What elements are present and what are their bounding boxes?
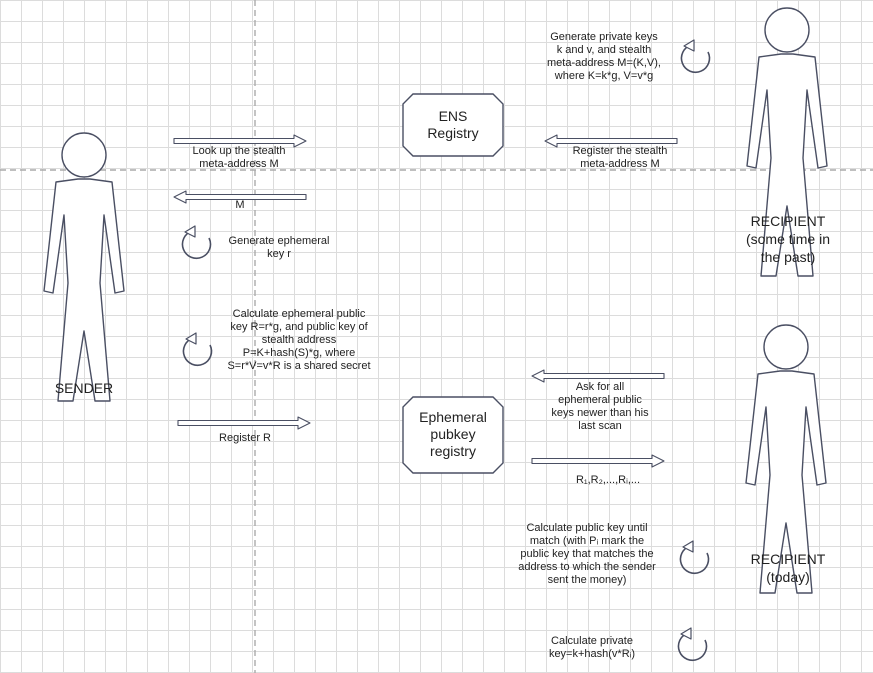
sender-label: SENDER: [54, 380, 114, 396]
r-list-arrow: [531, 454, 665, 468]
look-up-stealth-label: Look up the stealth meta-address M: [192, 145, 286, 170]
refresh-cycle-icon: [679, 540, 710, 575]
ask-for-keys-label: Ask for all ephemeral public keys newer …: [551, 381, 649, 432]
recipient-past-label: RECIPIENT (some time in the past): [745, 213, 831, 265]
calculate-ephemeral-label: Calculate ephemeral public key R=r*g, an…: [227, 308, 371, 372]
refresh-cycle-icon: [680, 39, 711, 74]
ephemeral-registry-label: Ephemeral pubkey registry: [419, 409, 487, 459]
calculate-private-label: Calculate private key=k+hash(v*Rᵢ): [548, 635, 636, 660]
generate-ephemeral-label: Generate ephemeral key r: [228, 235, 330, 260]
m-reply-label: M: [235, 199, 245, 211]
ens-registry-label: ENS Registry: [427, 108, 479, 141]
calculate-until-match-label: Calculate public key until match (with P…: [518, 522, 656, 586]
refresh-cycle-icon: [182, 332, 213, 367]
refresh-cycle-icon: [677, 627, 708, 662]
sender-figure: [43, 132, 125, 402]
register-r-label: Register R: [219, 432, 271, 444]
register-r-arrow: [177, 416, 311, 430]
r-list-label: R₁,R₂,...,Rᵢ,...: [575, 474, 641, 486]
generate-private-keys-label: Generate private keys k and v, and steal…: [546, 31, 661, 82]
register-stealth-label: Register the stealth meta-address M: [572, 145, 668, 170]
refresh-cycle-icon: [181, 225, 212, 260]
recipient-today-label: RECIPIENT (today): [750, 551, 826, 585]
